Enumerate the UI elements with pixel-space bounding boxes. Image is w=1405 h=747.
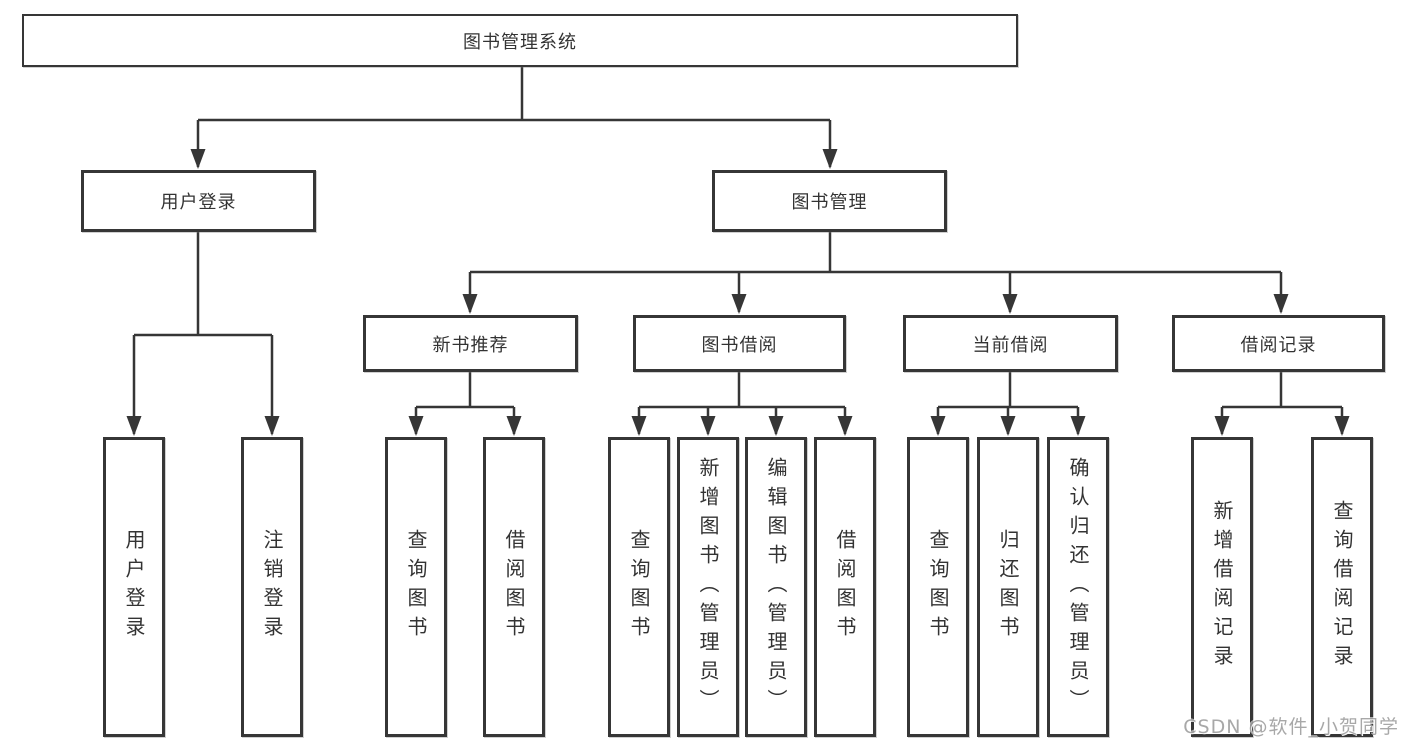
node-leaf-user-login: 用户登录 <box>103 437 165 737</box>
node-user-login: 用户登录 <box>81 170 316 232</box>
node-book-management: 图书管理 <box>712 170 947 232</box>
node-leaf-borrow-books-borrowing: 借阅图书 <box>814 437 876 737</box>
node-label: 借阅记录 <box>1240 334 1317 356</box>
node-label: 注销登录 <box>260 529 284 645</box>
node-current-borrowing: 当前借阅 <box>903 315 1118 372</box>
node-label: 借阅图书 <box>502 529 526 645</box>
node-label: 查询图书 <box>627 529 651 645</box>
node-library-management-system: 图书管理系统 <box>22 14 1018 67</box>
node-label: 新书推荐 <box>432 334 509 356</box>
node-leaf-confirm-return-admin: 确认归还（管理员） <box>1047 437 1109 737</box>
node-book-borrowing: 图书借阅 <box>633 315 846 372</box>
node-leaf-add-books-admin: 新增图书（管理员） <box>677 437 739 737</box>
node-label: 查询图书 <box>404 529 428 645</box>
node-label: 新增图书（管理员） <box>696 456 720 718</box>
node-leaf-borrow-books-recommend: 借阅图书 <box>483 437 545 737</box>
node-label: 图书管理 <box>791 192 868 213</box>
node-leaf-add-borrow-record: 新增借阅记录 <box>1191 437 1253 737</box>
node-label: 新增借阅记录 <box>1210 500 1234 674</box>
node-label: 归还图书 <box>996 529 1020 645</box>
node-leaf-query-borrow-record: 查询借阅记录 <box>1311 437 1373 737</box>
node-label: 图书借阅 <box>701 334 778 356</box>
node-new-book-recommendation: 新书推荐 <box>363 315 578 372</box>
node-label: 图书管理系统 <box>463 31 577 53</box>
node-leaf-query-books-current: 查询图书 <box>907 437 969 737</box>
node-leaf-return-books: 归还图书 <box>977 437 1039 737</box>
node-label: 编辑图书（管理员） <box>764 456 788 718</box>
node-leaf-edit-books-admin: 编辑图书（管理员） <box>745 437 807 737</box>
node-leaf-logout: 注销登录 <box>241 437 303 737</box>
node-label: 借阅图书 <box>833 529 857 645</box>
node-label: 确认归还（管理员） <box>1066 456 1090 718</box>
node-label: 当前借阅 <box>972 334 1049 356</box>
node-label: 查询图书 <box>926 529 950 645</box>
node-leaf-query-books-borrowing: 查询图书 <box>608 437 670 737</box>
node-label: 查询借阅记录 <box>1330 500 1354 674</box>
node-borrowing-records: 借阅记录 <box>1172 315 1385 372</box>
node-leaf-query-books-recommend: 查询图书 <box>385 437 447 737</box>
node-label: 用户登录 <box>160 192 237 213</box>
node-label: 用户登录 <box>122 529 146 645</box>
